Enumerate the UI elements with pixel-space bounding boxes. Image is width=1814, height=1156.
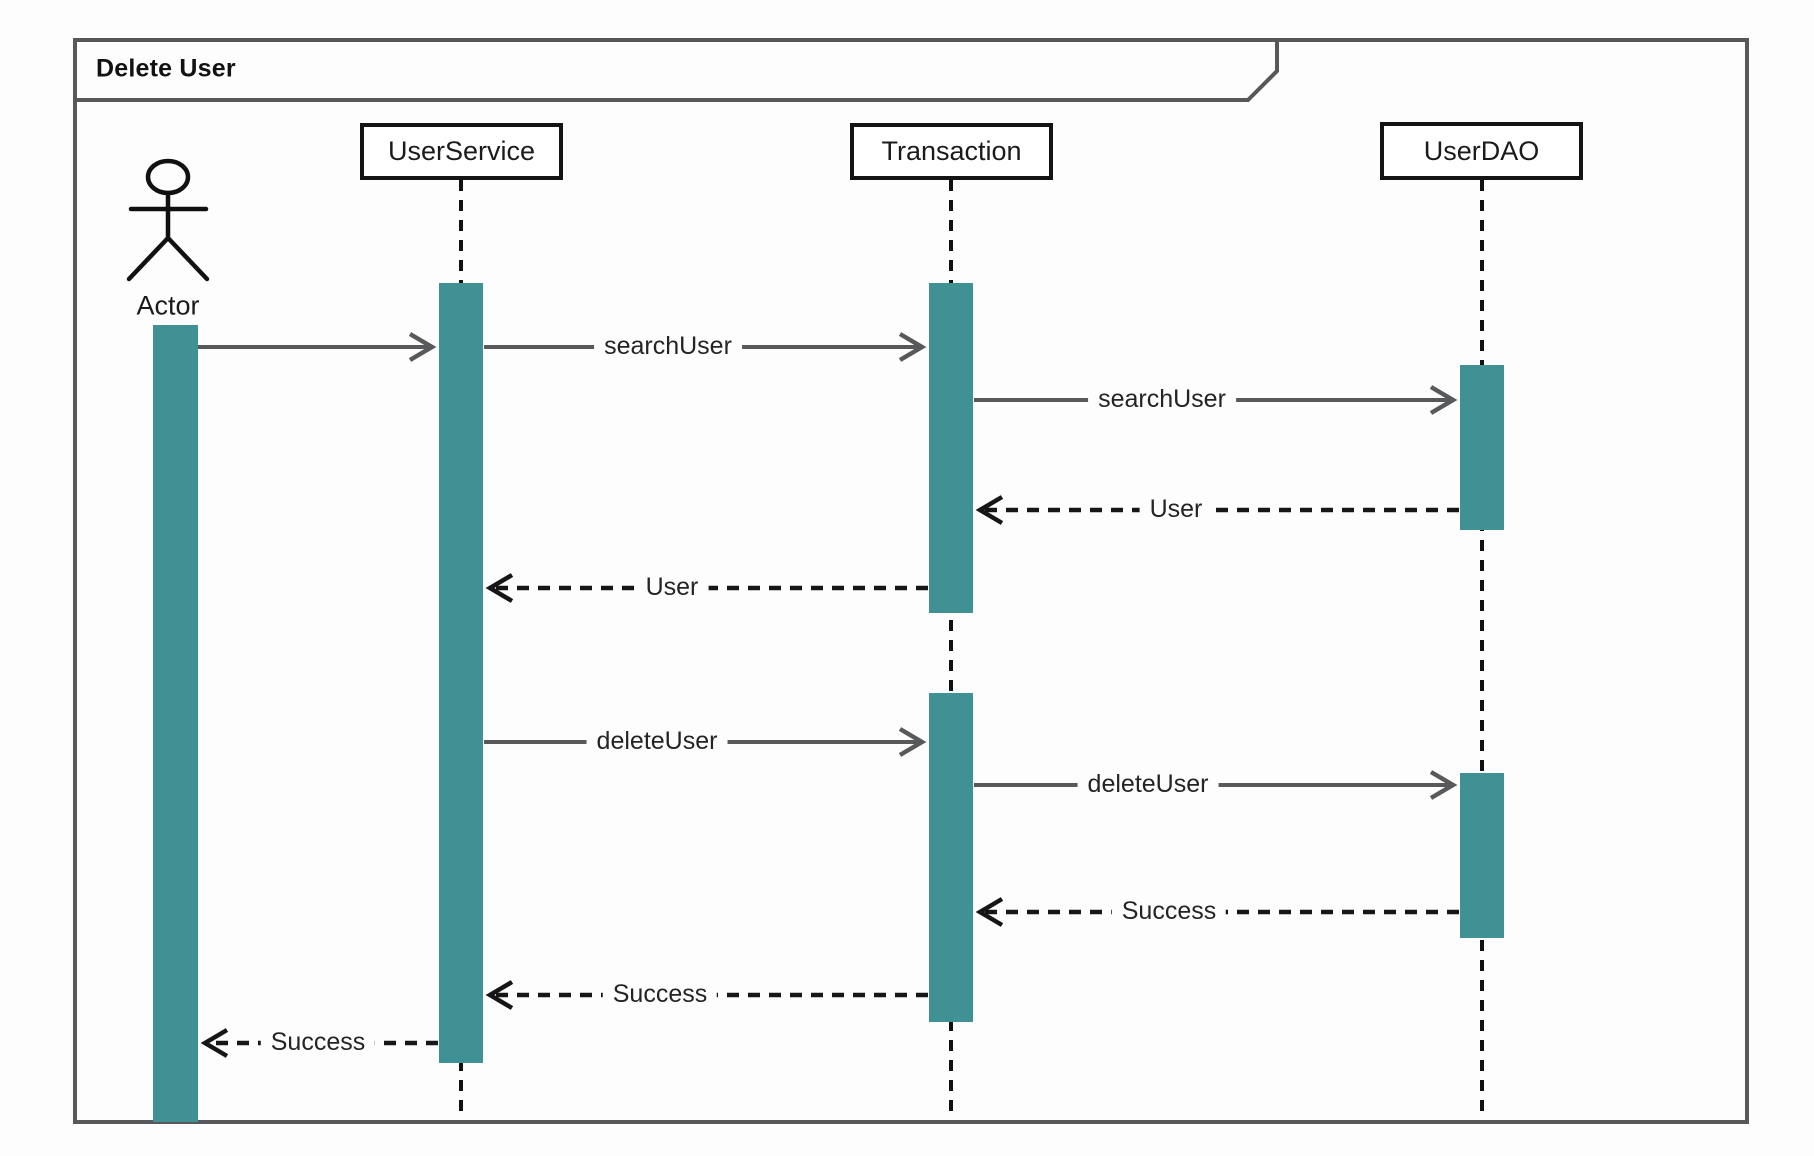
lifeline-head-userservice: UserService — [360, 123, 563, 180]
lifeline-head-transaction: Transaction — [850, 123, 1053, 180]
message-label-deleteuser-2: deleteUser — [1077, 769, 1219, 799]
actor-icon — [126, 158, 210, 282]
activation-transaction-2 — [929, 693, 973, 1022]
lifeline-label-userdao: UserDAO — [1423, 135, 1540, 166]
message-label-return-success-3: Success — [260, 1027, 376, 1057]
message-label-searchuser-2: searchUser — [1088, 384, 1236, 414]
frame-title-tab — [77, 42, 1279, 102]
activation-transaction-1 — [929, 283, 973, 613]
frame-title: Delete User — [96, 54, 236, 83]
actor-label: Actor — [136, 290, 200, 321]
message-label-return-success-2: Success — [602, 979, 718, 1009]
message-label-return-user-1: User — [1139, 494, 1213, 524]
lifeline-head-userdao: UserDAO — [1380, 122, 1583, 180]
message-label-return-success-1: Success — [1111, 896, 1227, 926]
message-label-deleteuser-1: deleteUser — [586, 726, 728, 756]
activation-userservice — [439, 283, 483, 1063]
activation-actor — [153, 325, 198, 1122]
lifeline-label-userservice: UserService — [387, 136, 536, 166]
message-label-searchuser-1: searchUser — [594, 331, 742, 361]
activation-userdao-2 — [1460, 773, 1504, 938]
lifeline-label-transaction: Transaction — [881, 136, 1022, 166]
message-label-return-user-2: User — [635, 572, 709, 602]
frame-border — [73, 38, 1749, 1124]
activation-userdao-1 — [1460, 365, 1504, 530]
